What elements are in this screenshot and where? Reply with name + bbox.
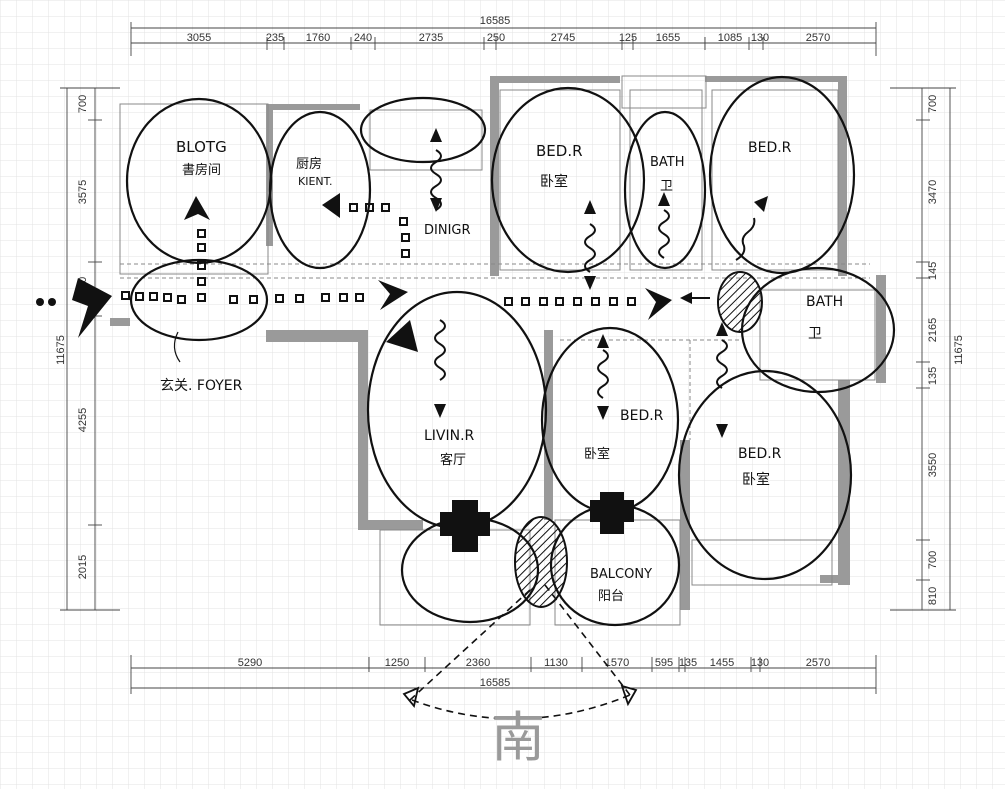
kitchen-label-cn: 厨房	[296, 156, 322, 172]
right-dim-2: 145	[927, 262, 939, 280]
top-dim-5: 250	[487, 32, 505, 44]
main-entrance-arrow	[72, 278, 112, 338]
circulation-path	[121, 203, 636, 306]
bottom-dim-5: 595	[655, 657, 673, 669]
top-total-dim: 16585	[480, 15, 511, 27]
top-dim-4: 2735	[419, 32, 443, 44]
bottom-dim-3: 1130	[544, 657, 568, 669]
right-total-dim: 11675	[953, 335, 965, 365]
left-dim-0: 700	[77, 95, 89, 113]
right-dim-1: 3470	[927, 180, 939, 204]
entry-arrows	[36, 193, 672, 352]
wavy-arrows	[430, 128, 768, 438]
top-dim-2: 1760	[306, 32, 330, 44]
living-entry-arrow	[378, 280, 408, 310]
right-dim-4: 135	[927, 367, 939, 385]
top-dimensions: 16585 3055 235 1760 240 2735 250 2745 12…	[130, 15, 877, 56]
balcony-label-cn: 阳台	[598, 589, 624, 604]
top-dim-0: 3055	[187, 32, 211, 44]
bath2-label-en: BATH	[806, 294, 843, 310]
bottom-dim-8: 130	[751, 657, 769, 669]
living-corner-arrow	[386, 320, 418, 352]
right-dim-5: 3550	[927, 453, 939, 477]
bath2-label-cn: 卫	[808, 326, 822, 342]
bottom-dim-6: 135	[679, 657, 697, 669]
bed-corridor-arrow	[645, 288, 672, 320]
bath1-label-cn: 卫	[660, 179, 673, 194]
bath1-label-en: BATH	[650, 155, 685, 170]
bottom-total-dim: 16585	[480, 677, 511, 689]
bottom-dim-9: 2570	[806, 657, 830, 669]
view-lines	[402, 584, 638, 720]
bed1-label-en: BED.R	[536, 142, 583, 160]
bottom-dim-2: 2360	[466, 657, 490, 669]
bottom-dim-7: 1455	[710, 657, 734, 669]
top-dim-11: 2570	[806, 32, 830, 44]
hatch-zone-right	[717, 271, 763, 333]
top-dim-10: 130	[751, 32, 769, 44]
right-dimensions: 700 3470 145 2165 135 3550 700 810 11675	[890, 87, 965, 611]
kitchen-bubble	[268, 110, 372, 270]
bottom-dim-4: 1570	[605, 657, 629, 669]
compass-south-label: 南	[491, 706, 545, 769]
kitchen-entry-arrow	[322, 193, 340, 218]
top-dim-9: 1085	[718, 32, 742, 44]
bottom-dim-0: 5290	[238, 657, 262, 669]
bed1-bubble	[490, 86, 646, 274]
top-dim-1: 235	[266, 32, 284, 44]
foyer-bubble	[129, 258, 269, 342]
bed3-label-cn: 卧室	[584, 446, 610, 462]
hatch-zone-center	[514, 516, 568, 608]
study-label-en: BLOTG	[176, 138, 227, 156]
column-markers	[440, 492, 634, 552]
walls	[110, 75, 886, 626]
bed1-label-cn: 卧室	[540, 173, 568, 190]
right-dim-3: 2165	[927, 318, 939, 342]
study-entry-arrow	[184, 196, 210, 220]
top-dim-7: 125	[619, 32, 637, 44]
top-dim-6: 2745	[551, 32, 575, 44]
right-dim-6: 700	[927, 551, 939, 569]
bed2-label: BED.R	[748, 140, 792, 156]
room-labels: BLOTG 書房间 厨房 KIENT. DINIGR BED.R 卧室 BATH…	[160, 138, 843, 604]
bed4-label-en: BED.R	[738, 446, 782, 462]
bottom-dimensions: 5290 1250 2360 1130 1570 595 135 1455 13…	[130, 655, 877, 694]
dining-bubble	[359, 96, 487, 164]
bath1-bubble	[623, 110, 707, 270]
bottom-dim-1: 1250	[385, 657, 409, 669]
balcony-label-en: BALCONY	[590, 567, 652, 582]
left-dim-3: 4255	[77, 408, 89, 432]
top-dim-3: 240	[354, 32, 372, 44]
left-total-dim: 11675	[55, 335, 67, 365]
right-dim-0: 700	[927, 95, 939, 113]
kitchen-label-en: KIENT.	[298, 175, 333, 188]
study-label-cn: 書房间	[182, 162, 221, 178]
living-label-en: LIVIN.R	[424, 428, 475, 444]
bed4-bubble	[677, 369, 853, 581]
bed2-bubble	[708, 75, 856, 275]
dining-label: DINIGR	[424, 223, 471, 238]
bed4-label-cn: 卧室	[742, 471, 770, 488]
bed3-label-en: BED.R	[620, 408, 664, 424]
left-dim-4: 2015	[77, 555, 89, 579]
living-label-cn: 客厅	[440, 452, 466, 468]
foyer-pointer	[173, 331, 181, 363]
left-dim-1: 3575	[77, 180, 89, 204]
top-dim-8: 1655	[656, 32, 680, 44]
right-dim-7: 810	[927, 587, 939, 605]
foyer-label: 玄关. FOYER	[160, 377, 243, 394]
